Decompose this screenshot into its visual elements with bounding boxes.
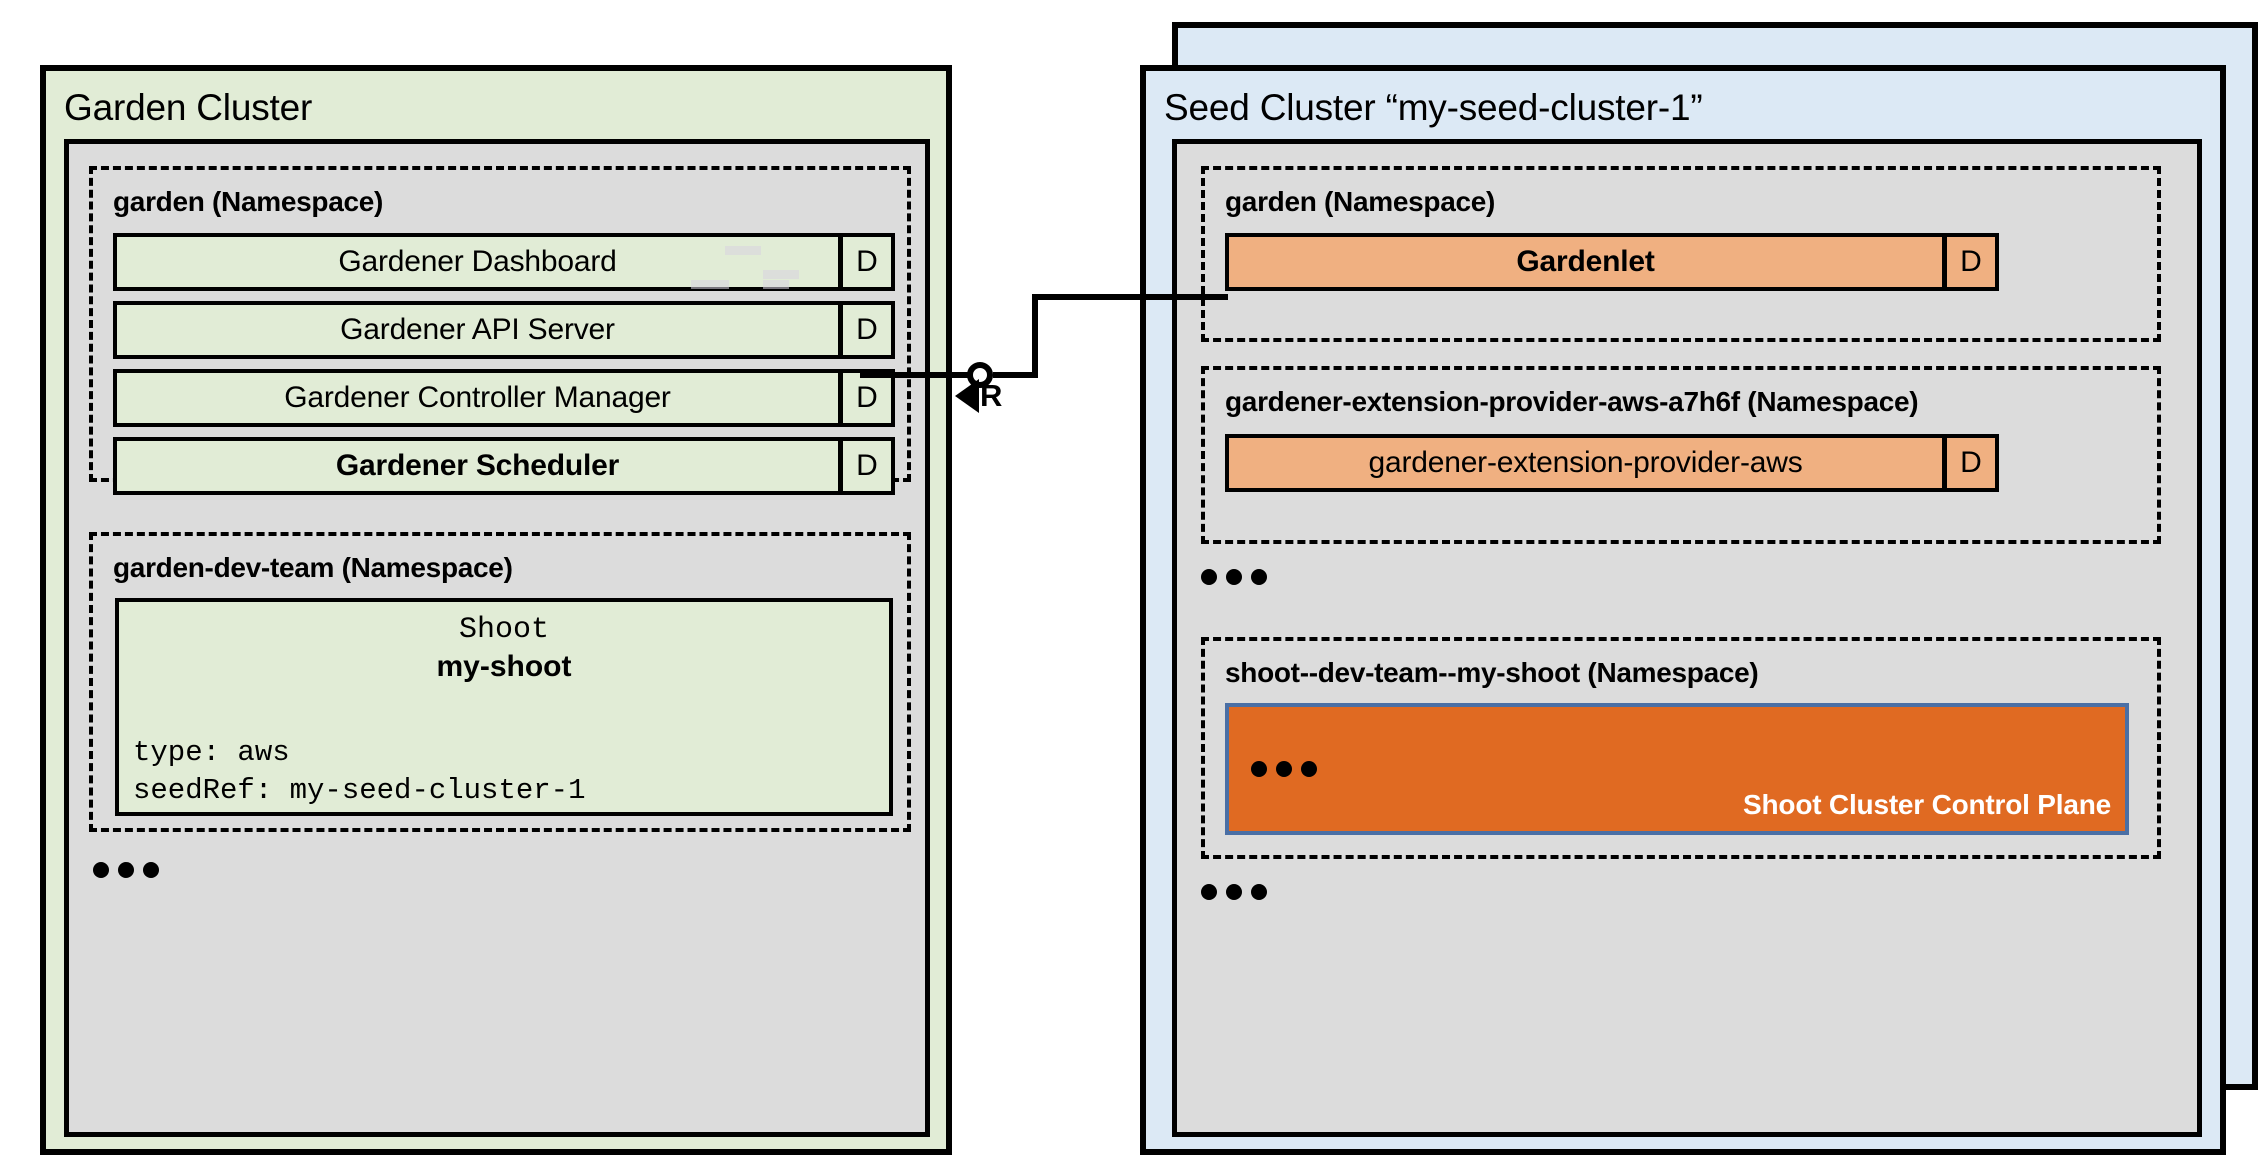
component-kind-badge: D <box>838 441 891 491</box>
namespace-garden-title: garden (Namespace) <box>113 186 384 217</box>
namespace-garden: garden (Namespace) Gardener Dashboard D … <box>89 166 911 495</box>
component-label: Gardener Controller Manager <box>117 373 838 423</box>
component-gardener-api-server[interactable]: Gardener API Server D <box>113 301 895 359</box>
watermark-fleck <box>725 246 761 255</box>
namespace-seed-garden-title: garden (Namespace) <box>1225 186 1496 217</box>
namespace-gardener-extension-provider-aws-title: gardener-extension-provider-aws-a7h6f (N… <box>1225 386 1919 417</box>
namespace-garden-dev-team: garden-dev-team (Namespace) Shoot my-sho… <box>89 532 911 832</box>
shoot-resource-kind: Shoot <box>458 613 549 647</box>
watermark-fleck <box>763 270 799 279</box>
connector-segment-right <box>1032 294 1228 300</box>
connector-segment-mid <box>993 372 1038 378</box>
garden-cluster: Garden Cluster garden (Namespace) Garden… <box>40 65 952 1155</box>
seed-cluster-title: Seed Cluster “my-seed-cluster-1” <box>1164 87 1703 128</box>
shoot-spec-type: type: aws <box>133 735 290 769</box>
namespace-shoot-dev-team-my-shoot-title: shoot--dev-team--my-shoot (Namespace) <box>1225 657 1759 688</box>
shoot-cluster-control-plane[interactable]: Shoot Cluster Control Plane <box>1225 703 2129 835</box>
component-label: Gardenlet <box>1229 237 1942 287</box>
control-plane-label: Shoot Cluster Control Plane <box>1743 789 2111 820</box>
component-gardener-extension-provider-aws[interactable]: gardener-extension-provider-aws D <box>1225 434 1999 492</box>
watermark-fleck <box>763 280 789 289</box>
namespace-gardener-extension-provider-aws: gardener-extension-provider-aws-a7h6f (N… <box>1201 366 2161 544</box>
connector-segment-left <box>860 372 980 378</box>
connector-label: R <box>980 378 1003 413</box>
namespace-shoot-dev-team-my-shoot: shoot--dev-team--my-shoot (Namespace) Sh… <box>1201 637 2161 859</box>
garden-cluster-more-indicator <box>93 862 159 878</box>
garden-cluster-k8s-panel: garden (Namespace) Gardener Dashboard D … <box>64 139 930 1137</box>
control-plane-more-indicator <box>1251 761 1317 777</box>
component-gardenlet[interactable]: Gardenlet D <box>1225 233 1999 291</box>
component-kind-badge: D <box>838 237 891 287</box>
shoot-resource-name: my-shoot <box>436 650 572 683</box>
shoot-resource-card[interactable]: Shoot my-shoot type: aws seedRef: my-see… <box>115 598 893 816</box>
connector-segment-riser <box>1032 294 1038 378</box>
component-kind-badge: D <box>1942 237 1995 287</box>
component-label: gardener-extension-provider-aws <box>1229 438 1942 488</box>
component-kind-badge: D <box>838 373 891 423</box>
connector-arrowhead-icon <box>955 379 979 413</box>
component-label: Gardener API Server <box>117 305 838 355</box>
component-label: Gardener Dashboard <box>117 237 838 287</box>
namespace-seed-garden: garden (Namespace) Gardenlet D <box>1201 166 2161 342</box>
component-gardener-scheduler[interactable]: Gardener Scheduler D <box>113 437 895 495</box>
component-kind-badge: D <box>1942 438 1995 488</box>
garden-cluster-title: Garden Cluster <box>64 87 313 128</box>
namespace-garden-dev-team-title: garden-dev-team (Namespace) <box>113 552 513 583</box>
seed-cluster: Seed Cluster “my-seed-cluster-1” garden … <box>1140 65 2226 1155</box>
component-label: Gardener Scheduler <box>117 441 838 491</box>
seed-cluster-k8s-panel: garden (Namespace) Gardenlet D gardener-… <box>1172 139 2202 1137</box>
watermark-fleck <box>691 280 729 289</box>
seed-cluster-more-indicator-bottom <box>1201 884 1267 900</box>
seed-cluster-more-indicator-middle <box>1201 569 1267 585</box>
component-gardener-dashboard[interactable]: Gardener Dashboard D <box>113 233 895 291</box>
shoot-spec-seed-ref: seedRef: my-seed-cluster-1 <box>133 773 586 807</box>
component-kind-badge: D <box>838 305 891 355</box>
component-gardener-controller-manager[interactable]: Gardener Controller Manager D <box>113 369 895 427</box>
